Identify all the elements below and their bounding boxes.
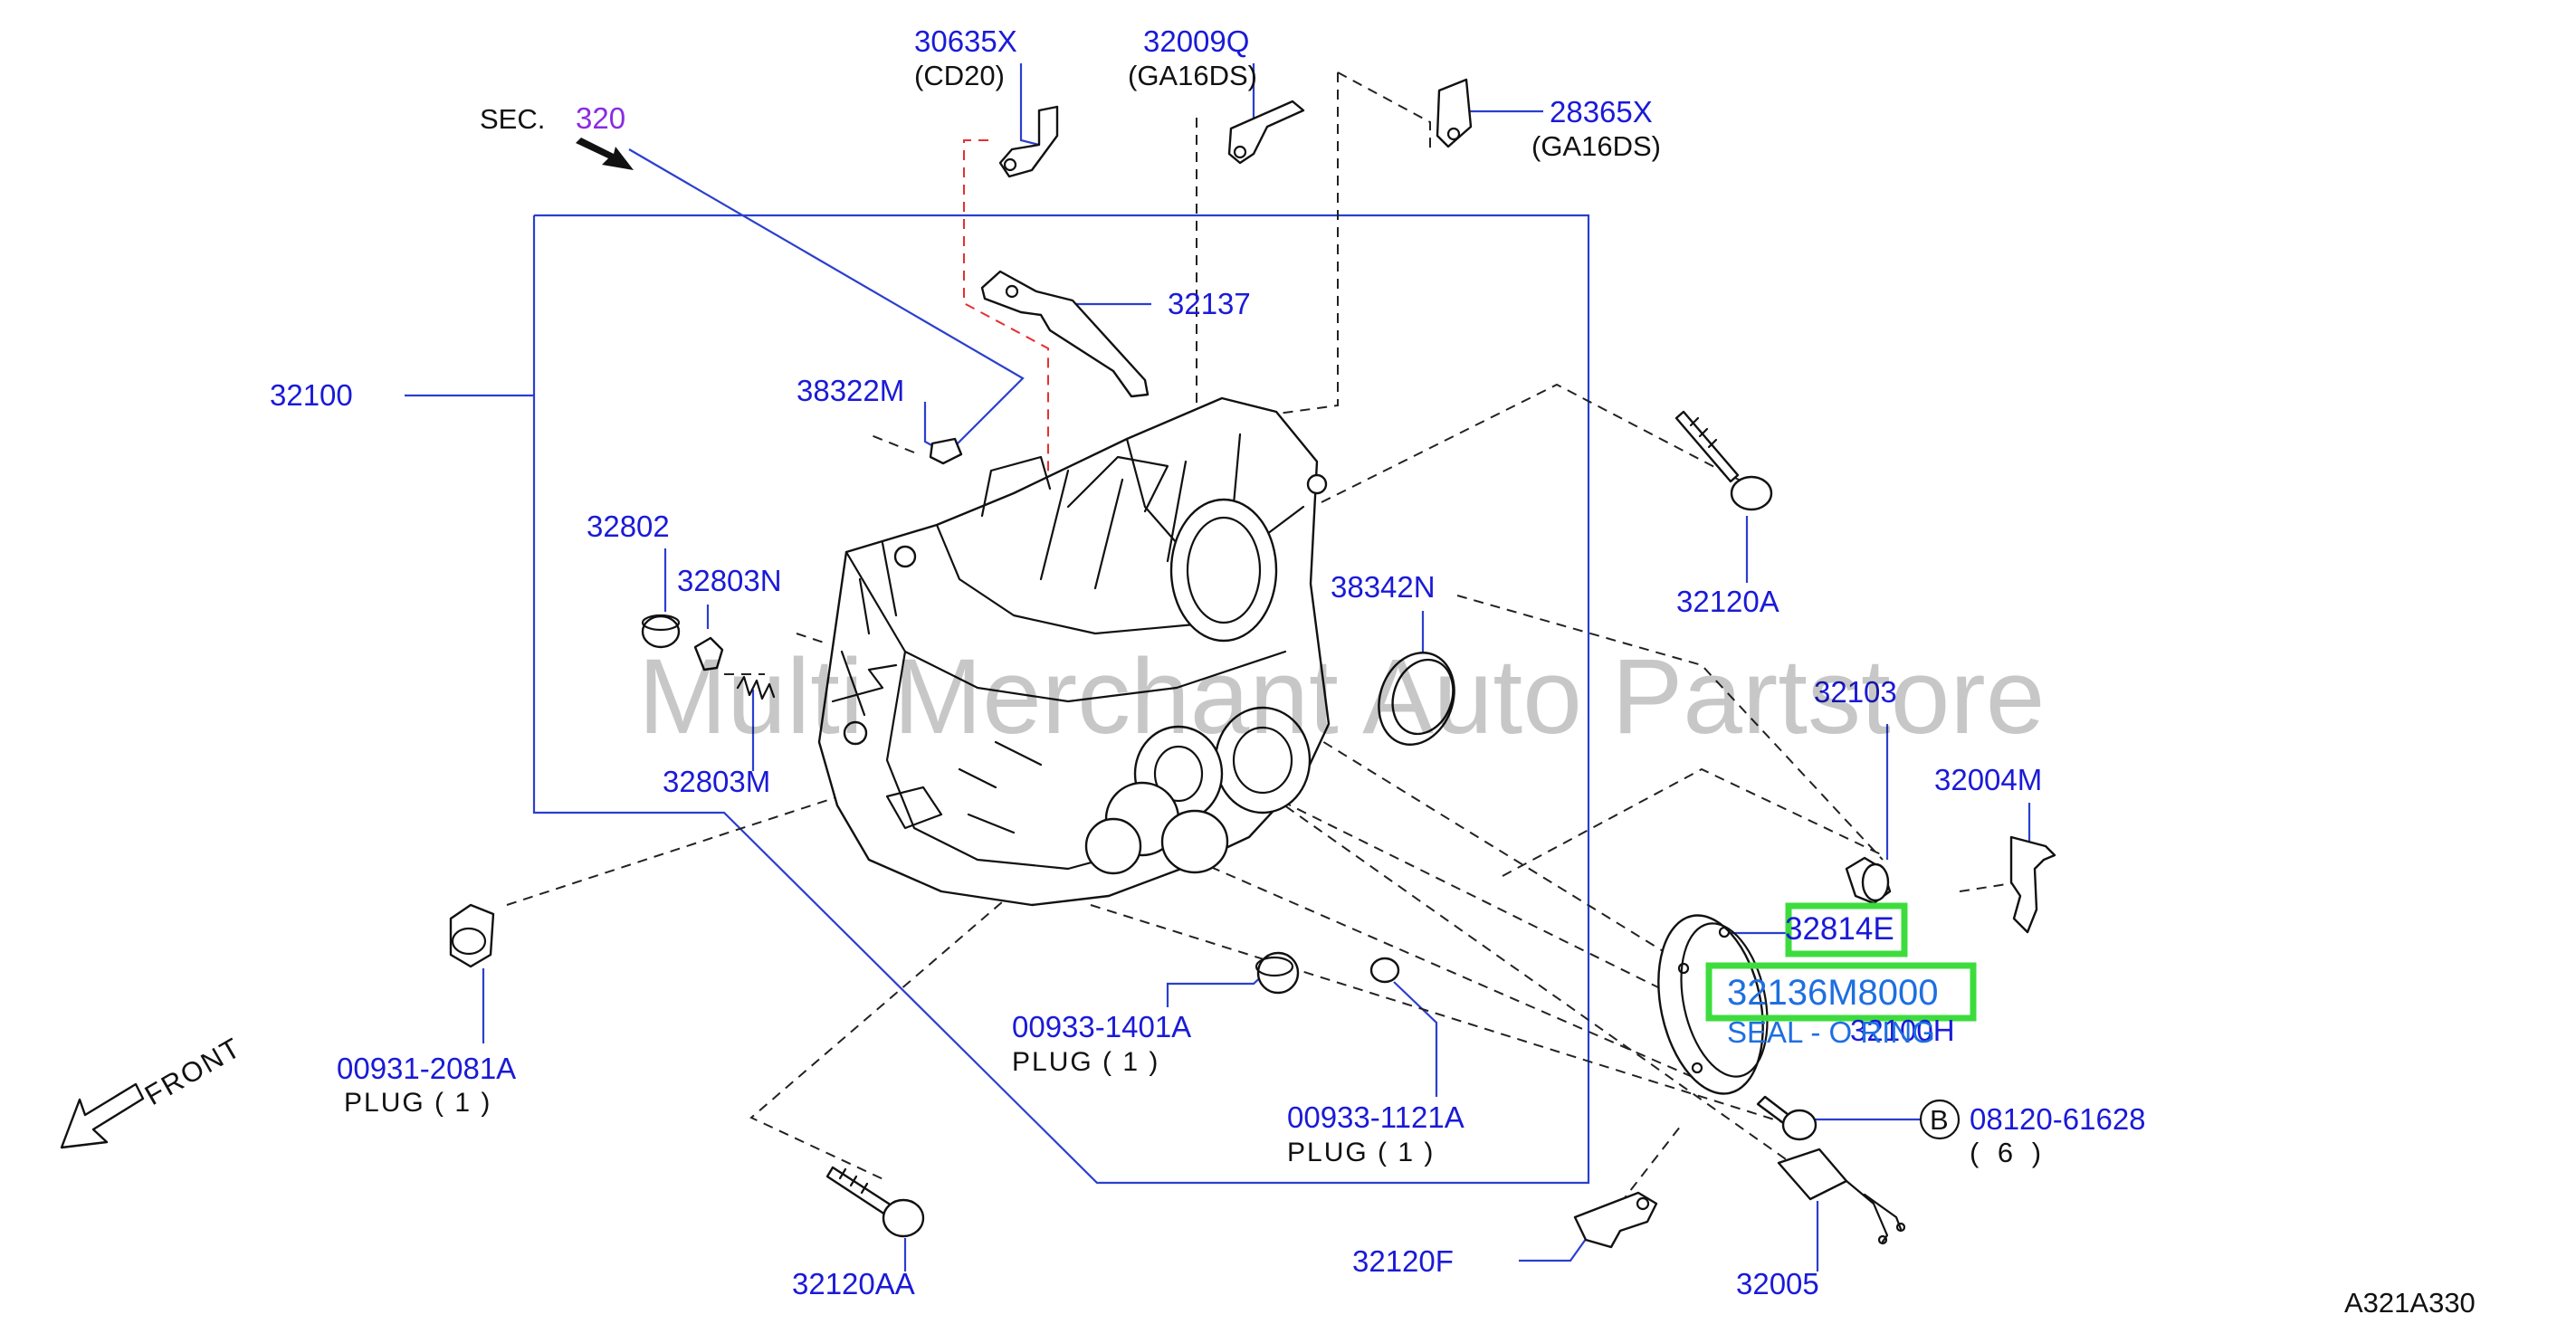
plug-00933-1121A — [1369, 957, 1400, 984]
label-32802: 32802 — [587, 510, 670, 543]
plug-qty-00933-1121A: PLUG ( 1 ) — [1287, 1138, 1435, 1167]
grommet-32103 — [1845, 856, 1892, 905]
label-00933-1401A: 00933-1401A — [1012, 1010, 1191, 1043]
label-32120A: 32120A — [1676, 585, 1779, 618]
bracket-32120F — [1573, 1191, 1658, 1249]
bolt-32120AA — [825, 1166, 925, 1238]
label-32120F: 32120F — [1352, 1244, 1454, 1278]
bolt-32120A — [1674, 410, 1773, 511]
front-arrow-icon — [60, 1082, 145, 1149]
sec-number[interactable]: 320 — [576, 101, 625, 135]
diagram-code: A321A330 — [2344, 1287, 2476, 1319]
label-32009Q: 32009Q — [1143, 24, 1249, 58]
label-00931-2081A: 00931-2081A — [337, 1052, 516, 1085]
label-32120AA: 32120AA — [792, 1267, 915, 1300]
plug-qty-00931: PLUG ( 1 ) — [344, 1088, 491, 1118]
breather-38322M — [929, 437, 963, 465]
bracket-32137 — [980, 270, 1150, 398]
sec-prefix: SEC. — [480, 103, 545, 135]
note-30635X: (CD20) — [914, 60, 1005, 91]
bolt-08120-61628 — [1756, 1095, 1818, 1141]
seal-38342N — [1378, 652, 1455, 746]
label-38322M: 38322M — [797, 374, 904, 407]
spring-32803M — [736, 675, 776, 700]
note-28365X: (GA16DS) — [1531, 130, 1661, 162]
label-32103: 32103 — [1814, 675, 1897, 709]
bracket-28365X — [1436, 78, 1473, 148]
label-08120-61628: 08120-61628 — [1970, 1102, 2146, 1136]
seal-description: SEAL - O RING — [1727, 1015, 1935, 1049]
sec-arrow — [576, 138, 634, 170]
highlight-box-32136M8000 — [1705, 962, 1977, 1022]
label-32814E: 32814E — [1785, 911, 1894, 947]
label-32137: 32137 — [1168, 287, 1251, 320]
red-dash-path — [963, 139, 1049, 534]
bracket-32004M — [2009, 835, 2056, 934]
leader-lines — [405, 63, 2031, 1272]
label-32136M8000: 32136M8000 — [1727, 973, 1939, 1013]
label-32100H: 32100H — [1850, 1014, 1955, 1047]
label-32004M: 32004M — [1934, 763, 2042, 796]
label-28365X: 28365X — [1550, 95, 1653, 129]
switch-32005 — [1777, 1148, 1906, 1245]
qty-08120-61628: ( 6 ) — [1970, 1137, 2046, 1168]
bolt-marker-letter: B — [1930, 1104, 1949, 1136]
plug-00931-2081A — [449, 903, 495, 968]
label-32803M: 32803M — [663, 765, 770, 798]
note-32009Q: (GA16DS) — [1128, 60, 1257, 91]
transmission-case-housing — [817, 396, 1331, 907]
bracket-32009Q — [1227, 100, 1305, 165]
front-label: FRONT — [139, 1031, 247, 1111]
label-32005: 32005 — [1736, 1267, 1819, 1300]
part-labels: SEC. 320 30635X (CD20) 32009Q (GA16DS) 2… — [139, 24, 2476, 1319]
plug-00933-1401A — [1255, 951, 1300, 995]
bracket-30635X — [998, 105, 1059, 178]
bolt-marker-circle — [1919, 1099, 1961, 1140]
watermark: Multi Merchant Auto Partstore — [638, 637, 2045, 757]
label-00933-1121A: 00933-1121A — [1287, 1100, 1465, 1134]
label-32100: 32100 — [270, 378, 353, 412]
part-32803N — [693, 636, 724, 672]
plug-qty-00933-1401A: PLUG ( 1 ) — [1012, 1047, 1159, 1077]
label-30635X: 30635X — [914, 24, 1017, 58]
label-38342N: 38342N — [1331, 570, 1436, 604]
highlight-box-32814E — [1785, 902, 1908, 957]
label-32803N: 32803N — [677, 564, 782, 597]
